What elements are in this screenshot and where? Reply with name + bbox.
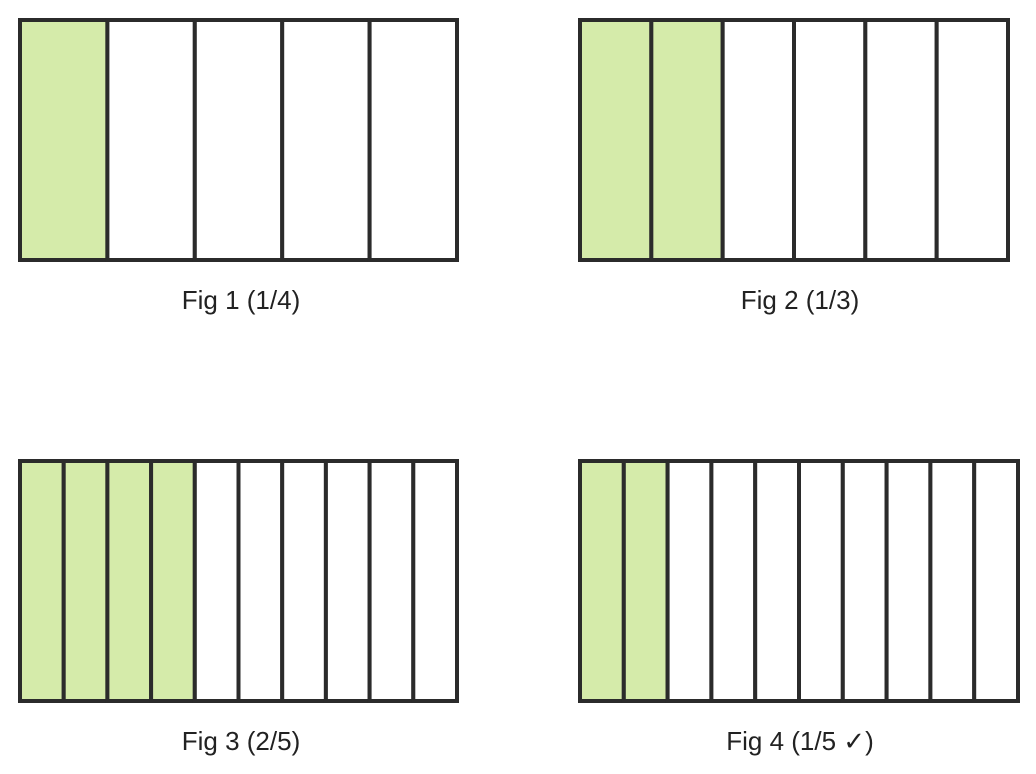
figure-2-strip-6-unshaded [934,18,1011,262]
figure-2-strip-3-unshaded [720,18,797,262]
figure-1: Fig 1 (1/4) [18,18,460,315]
figure-3-strip-2-shaded [61,459,110,703]
figure-4-strip-10-unshaded [972,459,1021,703]
figure-3-strip-1-shaded [18,459,66,703]
figure-3-strip-7-unshaded [280,459,328,703]
figure-2-strip-1-shaded [578,18,654,262]
figure-1-strip-5-unshaded [367,18,460,262]
figure-4-strip-3-unshaded [665,459,714,703]
figure-4-caption: Fig 4 (1/5 ✓) [726,726,874,756]
figure-4-strip-7-unshaded [840,459,889,703]
figure-1-strip-4-unshaded [280,18,372,262]
figure-4-strip-1-shaded [578,459,626,703]
figure-4-strip-9-unshaded [928,459,977,703]
figure-3-caption: Fig 3 (2/5) [182,726,301,756]
figure-3-strip-3-shaded [105,459,154,703]
figure-4-strip-6-unshaded [797,459,845,703]
figure-3-strip-8-unshaded [323,459,372,703]
figure-2-caption: Fig 2 (1/3) [741,285,860,315]
figure-2-strip-5-unshaded [863,18,939,262]
figure-4-strip-5-unshaded [753,459,802,703]
figure-1-strip-2-unshaded [105,18,197,262]
figure-3-strips [18,459,459,703]
figure-4-strip-4-unshaded [709,459,758,703]
figure-2-strip-2-shaded [649,18,725,262]
figure-3: Fig 3 (2/5) [18,459,459,756]
figure-4: Fig 4 (1/5 ✓) [578,459,1021,756]
figure-1-strip-3-unshaded [192,18,285,262]
figure-3-strip-5-unshaded [192,459,241,703]
figure-2-strips [578,18,1011,262]
figure-4-strip-2-shaded [621,459,670,703]
figure-3-strip-6-unshaded [236,459,285,703]
figure-3-strip-9-unshaded [367,459,416,703]
figure-1-strip-1-shaded [18,18,110,262]
figure-4-strips [578,459,1021,703]
figure-2-strip-4-unshaded [792,18,868,262]
figure-2: Fig 2 (1/3) [578,18,1011,315]
figure-4-strip-8-unshaded [884,459,933,703]
figure-3-strip-10-unshaded [411,459,459,703]
figure-3-strip-4-shaded [149,459,197,703]
figure-1-caption: Fig 1 (1/4) [182,285,301,315]
figure-1-strips [18,18,460,262]
